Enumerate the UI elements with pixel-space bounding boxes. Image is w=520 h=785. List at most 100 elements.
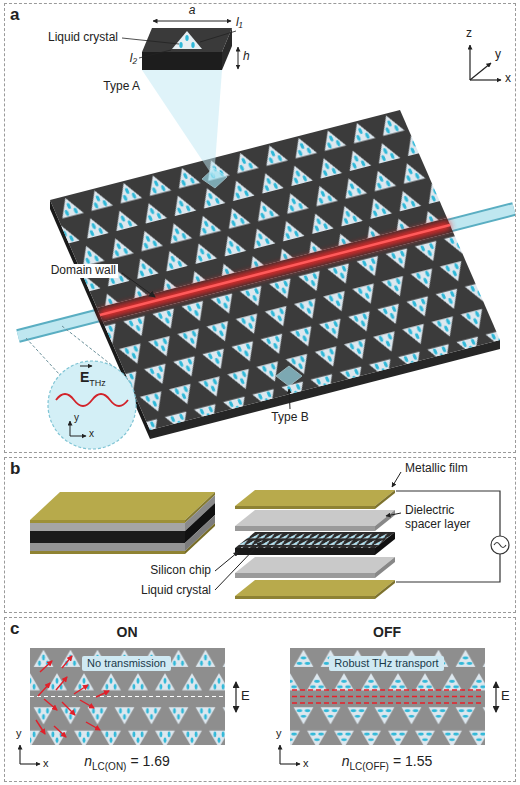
index-value: = 1.55: [393, 753, 432, 769]
index-subscript: LC(ON): [92, 761, 126, 772]
metal-layer: [185, 523, 215, 554]
field-arrow: [44, 699, 57, 710]
field-arrow: [56, 677, 67, 690]
state-label: ON: [117, 624, 138, 640]
part-label: Type A: [103, 80, 140, 94]
field-arrow: [96, 691, 109, 697]
spacer-layer: [235, 526, 375, 531]
lattice-upper: [30, 648, 225, 692]
field-direction-arrow: [495, 682, 496, 712]
index-subscript: LC(OFF): [350, 761, 389, 772]
panel-letter: b: [10, 459, 20, 479]
formula-group: nLC(ON) = 1.69: [84, 752, 170, 770]
axis-label: x: [303, 757, 309, 770]
field-arrow: [54, 726, 66, 737]
vector-arrow: [80, 366, 92, 367]
leader-line: [200, 31, 236, 42]
field-arrow: [86, 722, 100, 730]
field-symbol: E: [241, 689, 250, 704]
unit-cell-highlight: [276, 366, 302, 386]
zoom-line: [26, 338, 60, 375]
banner-text: No transmission: [87, 657, 166, 669]
banner-text: Robust THz transport: [334, 657, 438, 669]
axis-label: y: [74, 412, 79, 424]
index-value: = 1.69: [130, 753, 169, 769]
unit-cell-side: [222, 28, 232, 70]
dimension-label: h: [243, 50, 250, 64]
leader-line: [139, 50, 171, 58]
axis-label: y: [495, 48, 501, 62]
axis-label: x: [505, 72, 511, 86]
metal-film: [375, 490, 395, 509]
lattice-lower: [30, 701, 225, 745]
formula-group: ETHz: [80, 368, 106, 386]
zoom-cone: [142, 70, 222, 178]
axis-z: [469, 45, 470, 80]
axis-x: [470, 79, 501, 80]
silicon-chip: [235, 548, 375, 555]
formula-group: nLC(OFF) = 1.55: [342, 752, 433, 770]
unit-cell-front: [142, 52, 222, 70]
index-symbol: n: [84, 753, 92, 769]
leader-arrow: [215, 552, 238, 571]
axis-label: y: [16, 727, 22, 740]
axis-x: [20, 763, 40, 764]
field-arrow: [36, 720, 45, 734]
part-label: Liquid crystal: [48, 31, 118, 45]
field-arrow: [80, 700, 94, 708]
spacer-layer: [185, 515, 215, 551]
index-symbol: n: [342, 753, 350, 769]
axis-y: [19, 745, 20, 764]
guided-field: [292, 696, 483, 698]
wire: [396, 491, 500, 536]
leader-arrow: [289, 389, 290, 409]
metal-film: [235, 490, 395, 506]
leader-line: [122, 38, 179, 44]
field-symbol: E: [80, 369, 89, 385]
status-banner: Robust THz transport: [329, 656, 443, 671]
lattice-lower: [290, 701, 485, 745]
spacer-layer: [375, 557, 395, 578]
ac-symbol: [494, 543, 506, 548]
metal-film: [235, 580, 395, 596]
part-label: Metallic film: [405, 462, 468, 476]
axis-y: [279, 745, 280, 764]
field-arrow: [74, 685, 88, 694]
dimension-label: a: [189, 4, 196, 18]
field-arrow: [38, 683, 50, 696]
stack-top: [30, 492, 215, 520]
leader-arrow: [122, 273, 155, 297]
status-banner: No transmission: [82, 656, 171, 671]
metal-film: [375, 580, 395, 599]
spacer-layer: [30, 523, 185, 531]
chip-layer: [30, 531, 185, 543]
part-label: Liquid crystal: [141, 584, 211, 598]
panel-frame: a: [4, 3, 516, 453]
silicon-chip: [375, 532, 395, 555]
wire: [396, 554, 500, 582]
panel-letter: a: [10, 5, 19, 25]
field-arrow: [40, 661, 52, 672]
spacer-layer: [235, 557, 395, 573]
axis-x: [280, 763, 300, 764]
field-inset: [48, 361, 136, 449]
dimension-label: l₁: [236, 16, 242, 30]
axis-y: [70, 421, 71, 436]
panel-letter: c: [10, 619, 19, 639]
part-label: Dielectric spacer layer: [405, 504, 490, 532]
triangle-hole: [172, 31, 202, 49]
axis-y: [470, 63, 491, 80]
thz-wave: [56, 394, 128, 406]
silicon-chip: [235, 532, 395, 548]
metal-film: [235, 506, 375, 509]
axis-label: z: [466, 27, 472, 41]
lc-ellipse: [179, 42, 182, 48]
ac-source: [491, 536, 509, 554]
panel-frame: c No transmission Robust THz transport: [4, 617, 516, 782]
field-symbol: E: [501, 689, 510, 704]
domain-wall-line: [30, 696, 225, 697]
field-arrow: [62, 656, 72, 668]
thz-glow: [100, 225, 450, 315]
lc-ellipse: [185, 35, 188, 41]
